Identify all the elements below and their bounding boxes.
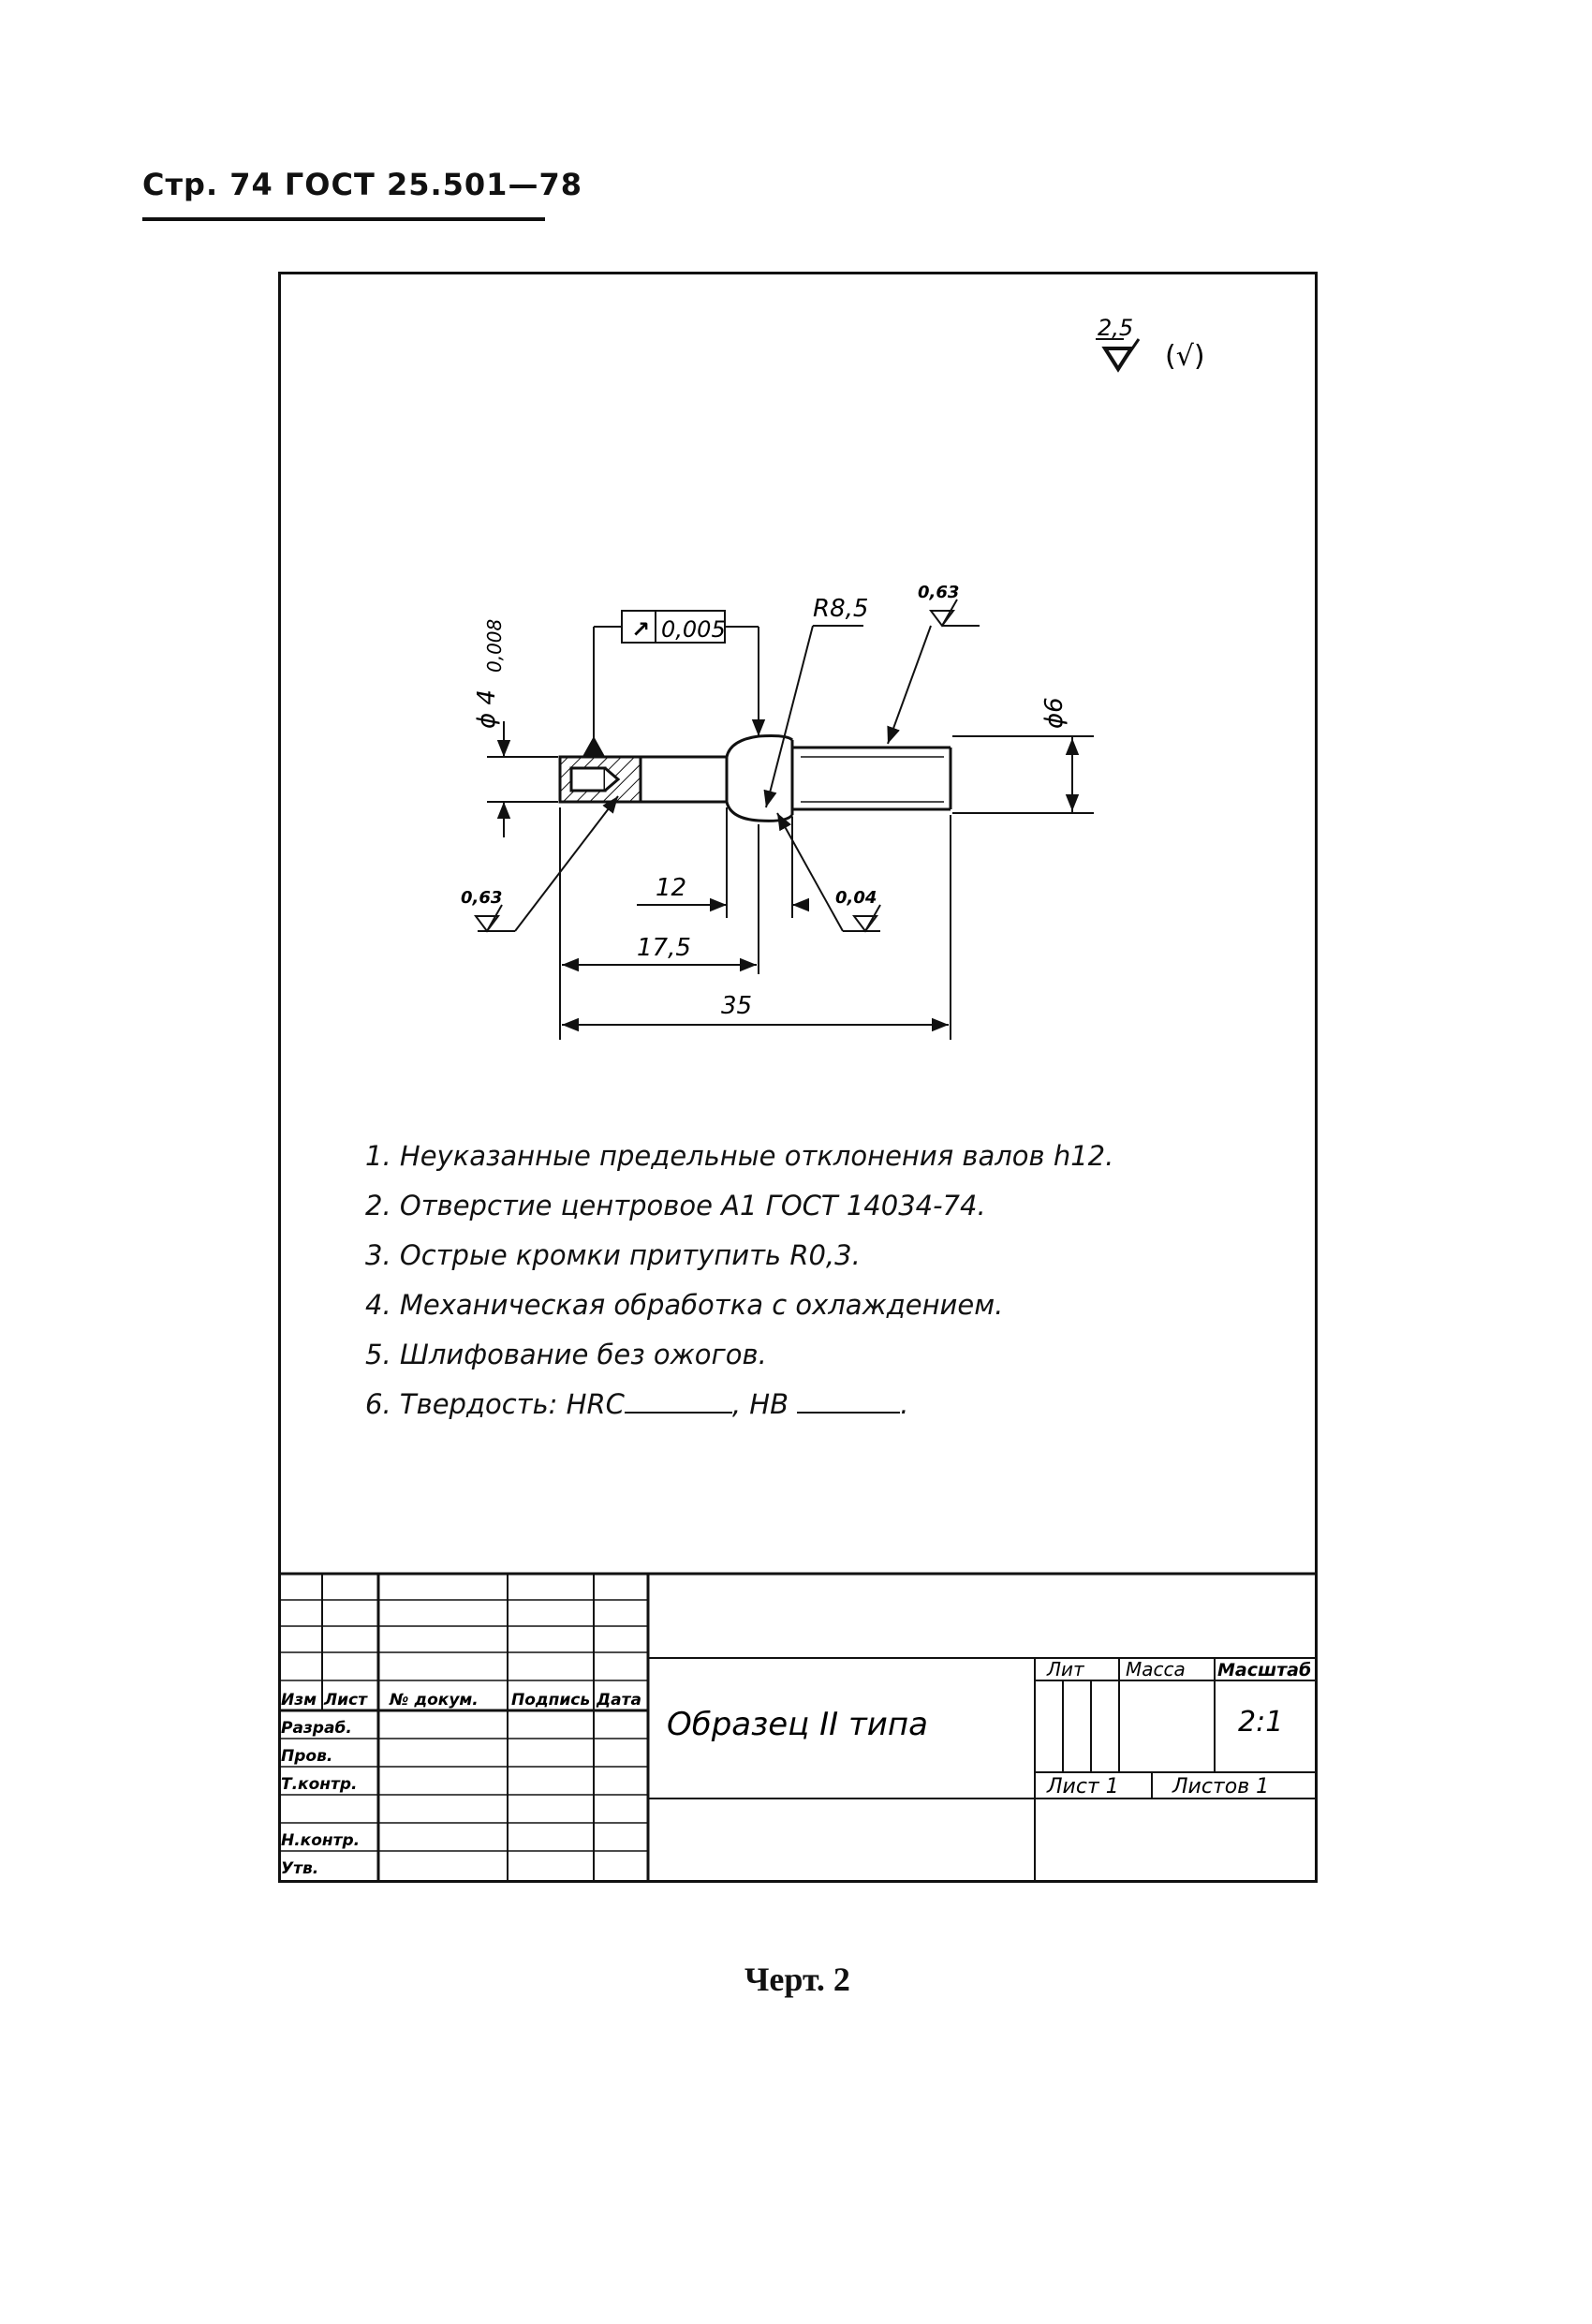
- tb-col-doc: № докум.: [389, 1691, 479, 1710]
- note-1: 1. Неуказанные предельные отклонения вал…: [365, 1140, 1114, 1172]
- tb-masshtab: Масштаб: [1217, 1660, 1311, 1680]
- figure-caption: Черт. 2: [744, 1961, 850, 1998]
- diameter-left-label: ϕ 4: [473, 689, 501, 729]
- tb-title: Образец II типа: [667, 1706, 928, 1743]
- length-dimensions: [559, 807, 951, 1040]
- tb-lit: Лит: [1046, 1658, 1085, 1680]
- tb-row-utv: Утв.: [281, 1859, 318, 1878]
- title-block: [278, 1572, 1318, 1880]
- radius-leader: [763, 625, 863, 808]
- tb-row-prov: Пров.: [281, 1747, 332, 1766]
- radius-label: R8,5: [813, 595, 868, 623]
- hrc-blank: [624, 1389, 732, 1414]
- dim-17-5-label: 17,5: [637, 934, 691, 962]
- note-6-mid: , HB: [731, 1388, 789, 1420]
- note-6: 6. Твердость: HRC , HB .: [365, 1380, 1113, 1429]
- note-2: 2. Отверстие центровое А1 ГОСТ 14034-74.: [365, 1190, 986, 1221]
- tb-col-date: Дата: [596, 1691, 641, 1710]
- roughness-general-value: 2,5: [1098, 315, 1133, 341]
- tb-col-izm: Изм: [281, 1691, 317, 1710]
- technical-notes: 1. Неуказанные предельные отклонения вал…: [365, 1132, 1113, 1429]
- tb-row-tkontr: Т.контр.: [281, 1775, 358, 1794]
- page-header: Стр. 74 ГОСТ 25.501—78: [142, 167, 582, 202]
- roughness-general-suffix: (√): [1165, 340, 1205, 373]
- diameter-right-label: ϕ6: [1040, 697, 1069, 729]
- roughness-left: [474, 795, 619, 933]
- header-rule: [142, 217, 545, 221]
- note-6-prefix: 6. Твердость: HRC: [365, 1388, 625, 1420]
- roughness-right-value: 0,04: [835, 888, 877, 908]
- roughness-top-value: 0,63: [918, 583, 959, 602]
- note-3: 3. Острые кромки притупить R0,3.: [365, 1239, 861, 1271]
- tb-sheet: Лист 1: [1046, 1775, 1119, 1799]
- note-4: 4. Механическая обработка с охлаждением.: [365, 1289, 1004, 1321]
- runout-value: 0,005: [661, 616, 726, 643]
- diameter-left-tolerance: 0,008: [483, 619, 506, 673]
- roughness-right: [776, 812, 881, 933]
- roughness-top: [887, 599, 980, 745]
- dimension-diameter-right: [952, 735, 1094, 814]
- note-5: 5. Шлифование без ожогов.: [365, 1339, 767, 1370]
- hb-blank: [797, 1389, 901, 1414]
- runout-tolerance: [582, 610, 766, 756]
- general-roughness-mark: 2,5 (√): [1096, 315, 1205, 373]
- tb-massa: Масса: [1126, 1658, 1186, 1680]
- tb-row-nkontr: Н.контр.: [281, 1831, 360, 1850]
- tb-sheets: Листов 1: [1172, 1775, 1269, 1799]
- dimension-diameter-left: [487, 721, 558, 837]
- runout-symbol: ↗: [631, 616, 650, 643]
- tb-scale: 2:1: [1238, 1706, 1283, 1739]
- roughness-left-value: 0,63: [461, 888, 502, 908]
- tb-col-sign: Подпись: [511, 1691, 590, 1710]
- drawing-frame: [278, 272, 1318, 1883]
- dim-35-label: 35: [721, 992, 752, 1020]
- tb-row-razrab: Разраб.: [281, 1719, 352, 1738]
- dim-12-label: 12: [656, 874, 686, 902]
- note-6-end: .: [900, 1388, 909, 1420]
- specimen-part: [558, 734, 952, 822]
- tb-col-list: Лист: [323, 1691, 368, 1710]
